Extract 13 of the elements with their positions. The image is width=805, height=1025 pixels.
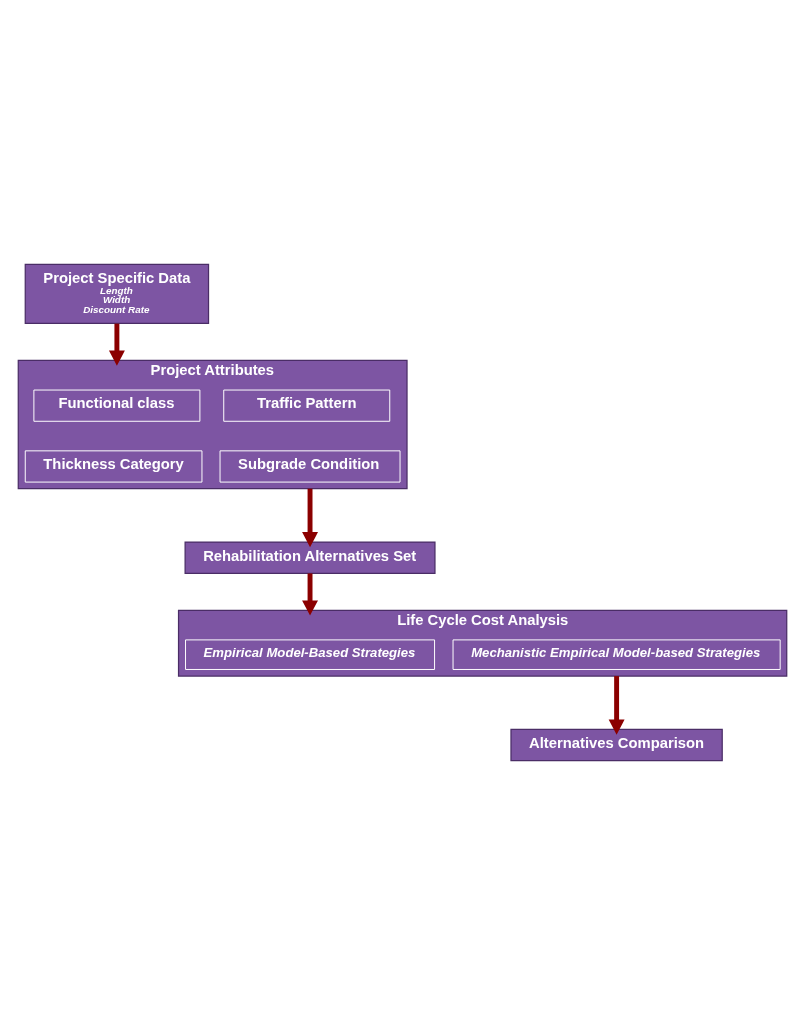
- node-box: Alternatives Comparison: [510, 728, 723, 762]
- node-box: Subgrade Condition: [219, 450, 401, 483]
- node-box: Empirical Model-Based Strategies: [185, 639, 436, 670]
- arrow: [608, 676, 625, 735]
- node-box: Thickness Category: [24, 450, 203, 483]
- node-box: Mechanistic Empirical Model-based Strategies: [452, 639, 781, 670]
- node-box: Rehabilitation Alternatives Set: [184, 541, 436, 574]
- node-box: Traffic Pattern: [223, 389, 391, 422]
- arrow: [108, 323, 125, 366]
- node-box: Functional class: [33, 389, 201, 422]
- arrow: [302, 488, 318, 548]
- arrow: [302, 573, 318, 616]
- node-box: Project Specific Data Length Width Discount Rate: [24, 263, 210, 325]
